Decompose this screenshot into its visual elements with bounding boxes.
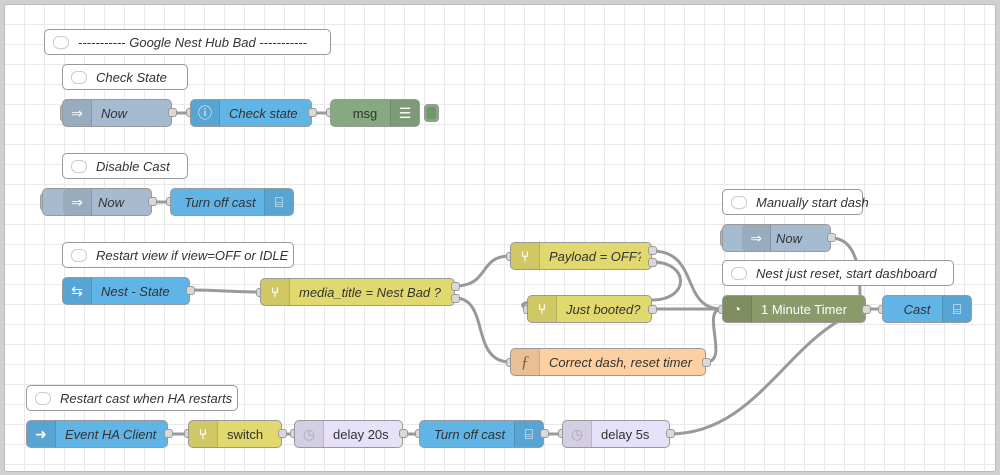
node-label: media_title = Nest Bad ? xyxy=(299,284,441,300)
comment-icon xyxy=(731,196,747,209)
output-port[interactable] xyxy=(451,294,460,303)
comment-icon xyxy=(71,249,87,262)
event-arrow-icon: ➜ xyxy=(27,421,56,447)
comment-label: Restart cast when HA restarts xyxy=(60,390,233,406)
node-label: Event HA Client xyxy=(65,426,157,442)
inject-now-node-2[interactable]: ⇒ Now xyxy=(42,188,152,216)
output-port[interactable] xyxy=(451,282,460,291)
output-port[interactable] xyxy=(862,305,871,314)
comment-icon xyxy=(71,71,87,84)
switch-branch-icon: ⑂ xyxy=(528,296,557,322)
output-port[interactable] xyxy=(540,429,549,438)
cast-icon: ⌸ xyxy=(942,296,971,322)
comment-label: Manually start dash xyxy=(756,194,869,210)
comment-disable-cast[interactable]: Disable Cast xyxy=(62,153,188,179)
one-minute-timer-node[interactable]: ◔ 1 Minute Timer xyxy=(722,295,866,323)
wire xyxy=(704,307,724,364)
node-label: Now xyxy=(98,194,125,210)
switch-node[interactable]: ⑂ switch xyxy=(188,420,282,448)
node-label: msg xyxy=(352,105,378,121)
output-port[interactable] xyxy=(648,305,657,314)
arrow-right-icon: ⇒ xyxy=(742,225,771,251)
nest-state-node[interactable]: ⇆ Nest - State xyxy=(62,277,190,305)
node-label: delay 20s xyxy=(333,426,389,442)
debug-toggle-button[interactable] xyxy=(424,104,439,122)
comment-icon xyxy=(71,160,87,173)
output-port[interactable] xyxy=(702,358,711,367)
check-state-node[interactable]: ⓘ Check state xyxy=(190,99,312,127)
clock-icon: ◷ xyxy=(563,421,592,447)
node-label: Just booted? xyxy=(566,301,641,317)
output-port[interactable] xyxy=(186,286,195,295)
arrow-right-icon: ⇒ xyxy=(63,189,92,215)
comment-header[interactable]: ----------- Google Nest Hub Bad --------… xyxy=(44,29,331,55)
cast-icon: ⌸ xyxy=(264,189,293,215)
delay-5s-node[interactable]: ◷ delay 5s xyxy=(562,420,670,448)
correct-dash-function-node[interactable]: ƒ Correct dash, reset timer xyxy=(510,348,706,376)
turn-off-cast-node-2[interactable]: Turn off cast ⌸ xyxy=(419,420,544,448)
payload-off-switch-node[interactable]: ⑂ Payload = OFF? xyxy=(510,242,652,270)
comment-ha-restarts[interactable]: Restart cast when HA restarts xyxy=(26,385,238,411)
output-port[interactable] xyxy=(648,246,657,255)
output-port[interactable] xyxy=(168,108,177,117)
comment-label: ----------- Google Nest Hub Bad --------… xyxy=(78,34,307,50)
comment-check-state[interactable]: Check State xyxy=(62,64,188,90)
debug-msg-node[interactable]: msg ☰ xyxy=(330,99,420,127)
output-port[interactable] xyxy=(278,429,287,438)
output-port[interactable] xyxy=(148,197,157,206)
node-label: Now xyxy=(101,105,128,121)
wire xyxy=(650,249,724,311)
output-port[interactable] xyxy=(399,429,408,438)
node-label: Cast xyxy=(903,301,931,317)
wire xyxy=(453,296,512,364)
signpost-icon: ⇆ xyxy=(63,278,92,304)
node-label: 1 Minute Timer xyxy=(761,301,847,317)
comment-label: Check State xyxy=(96,69,167,85)
node-label: Turn off cast xyxy=(184,194,256,210)
switch-branch-icon: ⑂ xyxy=(189,421,218,447)
cast-icon: ⌸ xyxy=(514,421,543,447)
node-label: Correct dash, reset timer xyxy=(549,354,693,370)
output-port[interactable] xyxy=(308,108,317,117)
comment-manual-start[interactable]: Manually start dash xyxy=(722,189,869,215)
node-label: Nest - State xyxy=(101,283,170,299)
function-icon: ƒ xyxy=(511,349,540,375)
turn-off-cast-node-1[interactable]: Turn off cast ⌸ xyxy=(170,188,294,216)
node-label: Check state xyxy=(229,105,298,121)
node-label: delay 5s xyxy=(601,426,650,442)
stopwatch-icon: ◔ xyxy=(723,296,752,322)
comment-icon xyxy=(35,392,51,405)
info-icon: ⓘ xyxy=(191,100,220,126)
media-title-switch-node[interactable]: ⑂ media_title = Nest Bad ? xyxy=(260,278,455,306)
comment-restart-view[interactable]: Restart view if view=OFF or IDLE xyxy=(62,242,294,268)
switch-branch-icon: ⑂ xyxy=(511,243,540,269)
switch-branch-icon: ⑂ xyxy=(261,279,290,305)
output-port[interactable] xyxy=(666,429,675,438)
clock-icon: ◷ xyxy=(295,421,324,447)
comment-label: Restart view if view=OFF or IDLE xyxy=(96,247,289,263)
comment-nest-reset[interactable]: Nest just reset, start dashboard xyxy=(722,260,954,286)
output-port[interactable] xyxy=(827,233,836,242)
output-port[interactable] xyxy=(164,429,173,438)
just-booted-switch-node[interactable]: ⑂ Just booted? xyxy=(527,295,652,323)
comment-label: Disable Cast xyxy=(96,158,170,174)
cast-node[interactable]: Cast ⌸ xyxy=(882,295,972,323)
delay-20s-node[interactable]: ◷ delay 20s xyxy=(294,420,403,448)
inject-now-node-3[interactable]: ⇒ Now xyxy=(722,224,831,252)
wire xyxy=(188,288,262,294)
node-label: Now xyxy=(776,230,803,246)
event-ha-client-node[interactable]: ➜ Event HA Client xyxy=(26,420,168,448)
comment-icon xyxy=(53,36,69,49)
comment-icon xyxy=(731,267,747,280)
list-lines-icon: ☰ xyxy=(390,100,419,126)
arrow-right-icon: ⇒ xyxy=(63,100,92,126)
node-label: Turn off cast xyxy=(433,426,506,442)
inject-now-node-1[interactable]: ⇒ Now xyxy=(62,99,172,127)
node-label: Payload = OFF? xyxy=(549,248,641,264)
output-port[interactable] xyxy=(648,258,657,267)
comment-label: Nest just reset, start dashboard xyxy=(756,265,937,281)
node-label: switch xyxy=(227,426,264,442)
wire xyxy=(453,254,512,288)
